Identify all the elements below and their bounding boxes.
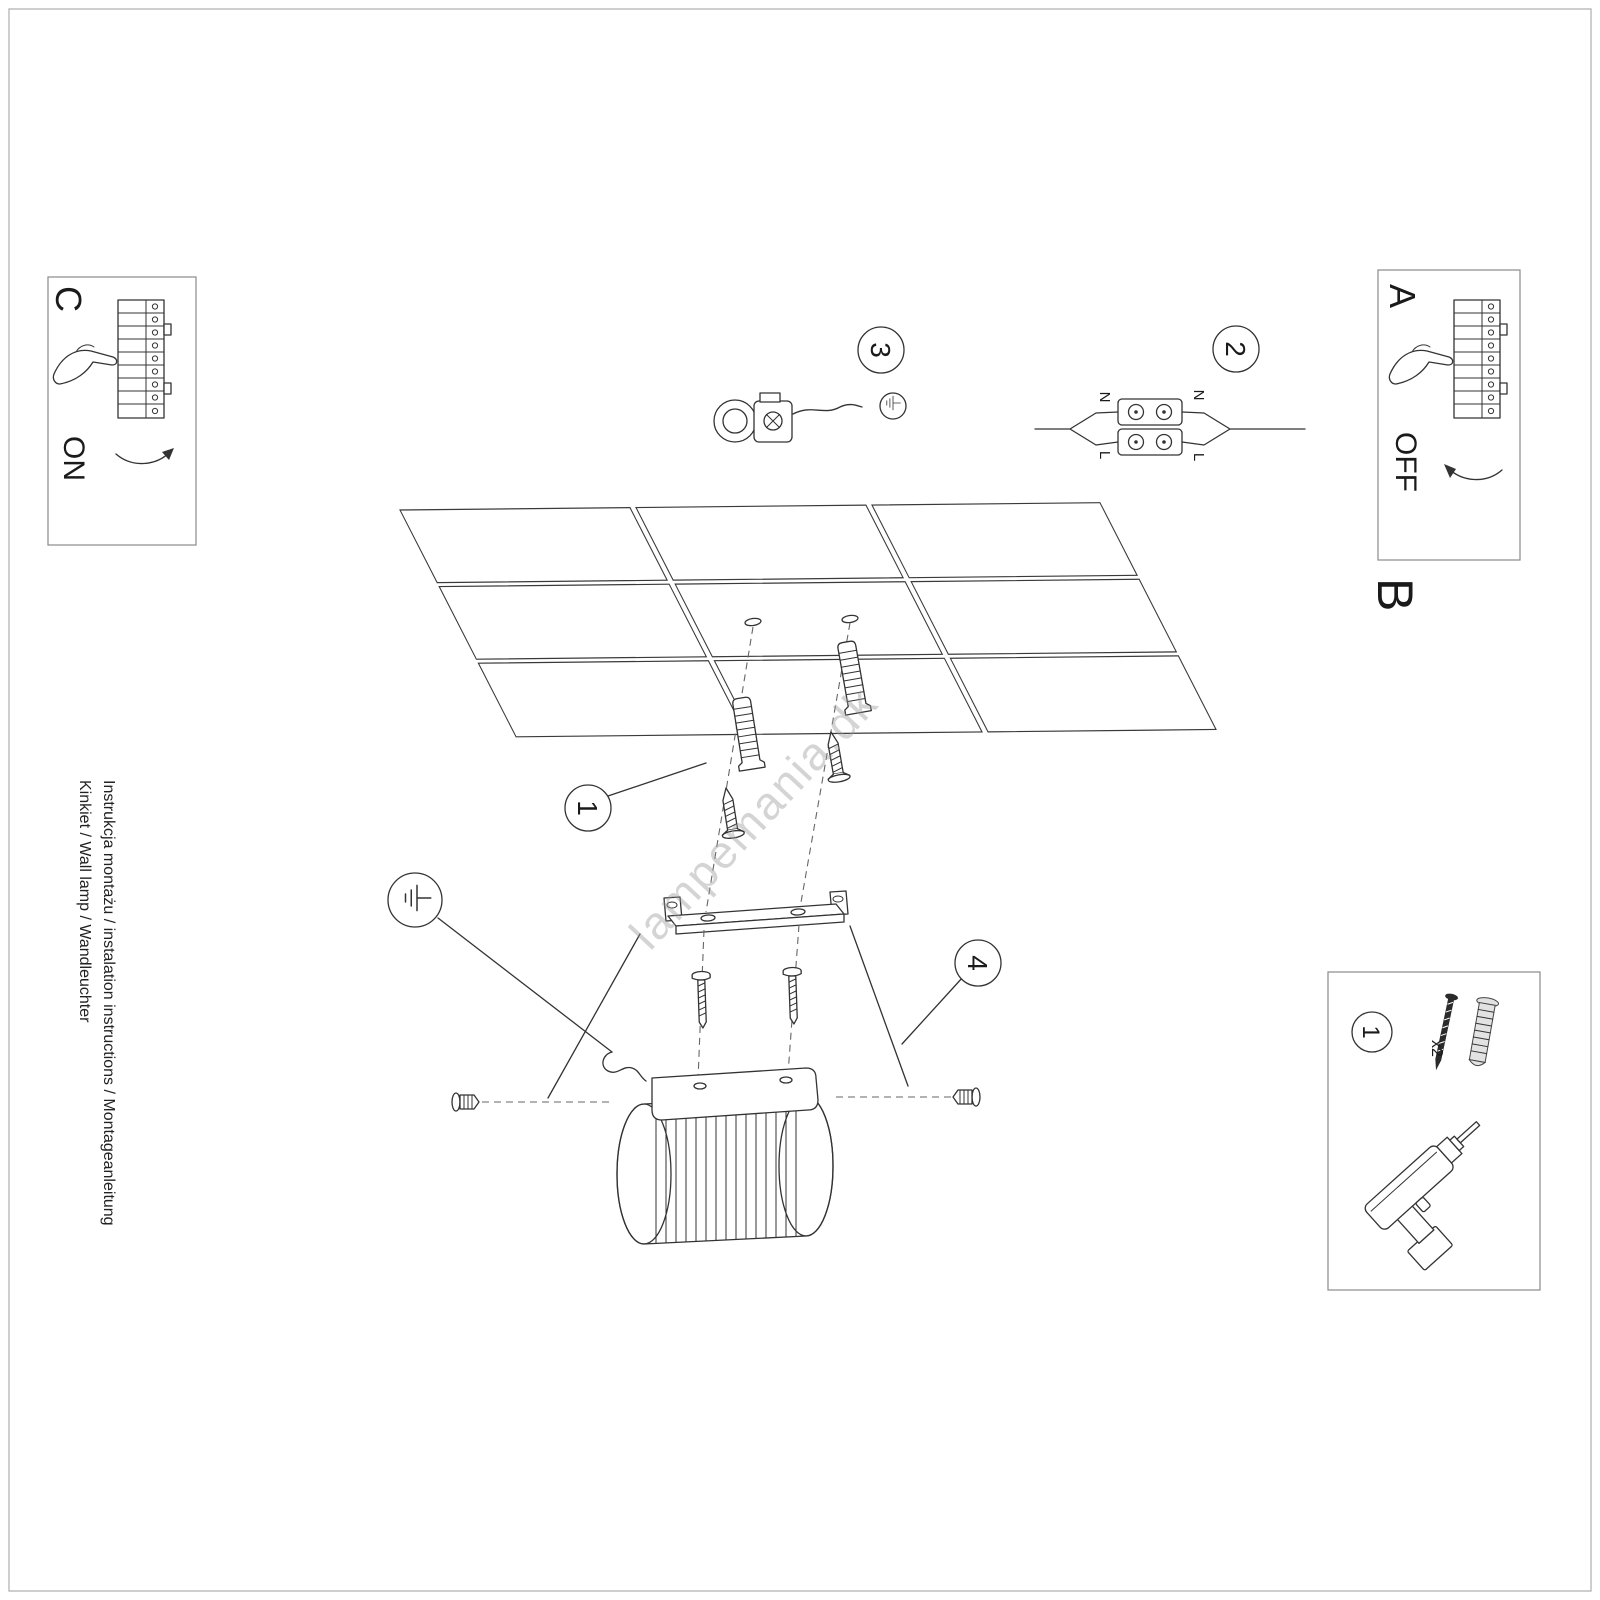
panel-a: A OFF [1377,269,1521,561]
wall-hole-left [744,617,762,627]
group-line-right [849,925,909,1087]
switch-hand-icon [52,299,172,419]
step-2-number: 2 [1220,341,1251,357]
page-border [8,8,1592,1592]
bracket-hole [790,908,806,916]
wall-fasteners [705,622,872,913]
step-2-callout: 2 N L N L [1034,325,1306,461]
lamp-body [451,1051,981,1245]
ground-symbol-large [387,872,443,928]
ground-callout [387,872,613,1053]
lamp-earth-wire [602,1051,647,1082]
wire-label-l-left: L [1096,451,1113,459]
parts-quantity: x2 [1428,1040,1445,1057]
product-title: Kinkiet / Wall lamp / Wandleuchter [76,780,93,1023]
arrow-on-head [162,448,174,460]
panel-c-label: C [48,286,89,312]
drill-icon [1364,1121,1481,1271]
step-4-number: 4 [962,955,993,971]
parts-box: 1 x2 [1327,971,1541,1291]
panel-a-label: A [1382,284,1423,308]
lamp-screw-hole [693,1082,707,1090]
machine-screw [782,966,804,1025]
section-b-label: B [1367,578,1423,611]
lamp-junction-box [651,1067,819,1121]
cable-clamp-ring [713,399,757,443]
wiring-diagram: N L N L [1034,390,1306,461]
wire-label-n-left: N [1096,392,1113,403]
group-line-left [547,933,641,1099]
bracket-screws [547,924,909,1099]
arrow-on [115,451,171,465]
bracket-hole [700,914,716,922]
switch-hand-icon [1388,299,1508,419]
screw-part-icon [1435,993,1458,1071]
terminal-block-bottom [1117,428,1183,456]
step-4-callout: 4 [901,939,1002,1045]
arrow-off [1447,467,1503,481]
step-1-number: 1 [572,800,603,816]
mounting-bracket [663,890,849,935]
lamp-screw-hole [779,1076,793,1084]
arrow-off-head [1444,464,1456,478]
machine-screw [691,970,713,1029]
tile-wall [399,502,1217,738]
parts-step-number: 1 [1357,1025,1384,1038]
instruction-title: Instrukcja montażu / instalation instruc… [100,780,117,1226]
step-1-callout: 1 [564,762,707,832]
panel-c: C ON [47,276,197,546]
wire-label-n-right: N [1190,390,1207,401]
dowel-part-icon [1468,997,1500,1067]
side-screw-left [451,1092,480,1112]
wire-label-l-right: L [1190,453,1207,461]
panel-a-state: OFF [1389,432,1422,492]
step-3-number: 3 [865,342,896,358]
side-screw-right [952,1087,981,1107]
lamp-ribs [655,1095,797,1244]
wall-hole-right [841,614,859,624]
step-3-callout: 3 [713,326,907,443]
panel-c-state: ON [57,436,90,481]
lamp-shade [616,1095,834,1245]
terminal-block-top [1117,398,1183,426]
earth-wire [792,403,863,415]
alignment-line [705,626,754,913]
